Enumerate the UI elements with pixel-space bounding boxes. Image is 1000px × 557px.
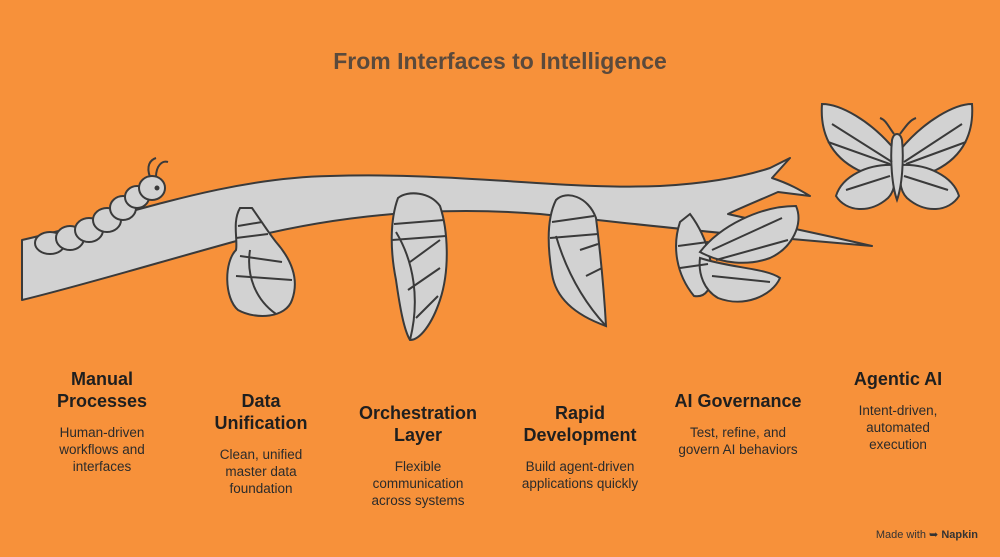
stage-ai-governance: AI Governance Test, refine, and govern A… xyxy=(663,390,813,458)
stage-title: Data Unification xyxy=(214,391,308,433)
stage-orchestration-layer: Orchestration Layer Flexible communicati… xyxy=(343,402,493,509)
stage-title: Orchestration Layer xyxy=(358,403,478,445)
made-with-label: Made with xyxy=(875,529,926,541)
stage-description: Flexible communication across systems xyxy=(371,459,465,508)
napkin-logo-icon: ➥ xyxy=(929,529,939,541)
made-with-napkin-badge: Made with ➥ Napkin xyxy=(876,528,978,541)
stage-data-unification: Data Unification Clean, unified master d… xyxy=(186,390,336,497)
emerging-butterfly-icon xyxy=(675,204,800,303)
stage-description: Clean, unified master data foundation xyxy=(219,447,303,496)
napkin-brand-label: Napkin xyxy=(941,529,978,541)
butterfly-icon xyxy=(820,102,974,211)
stage-title: Agentic AI xyxy=(853,369,943,389)
chrysalis-forming-icon xyxy=(547,194,608,328)
diagram-title: From Interfaces to Intelligence xyxy=(333,48,667,74)
caterpillar-icon xyxy=(34,157,169,255)
chrysalis-small-icon xyxy=(226,207,296,317)
stage-description: Build agent-driven applications quickly xyxy=(521,459,639,491)
stage-title: AI Governance xyxy=(674,391,802,411)
stage-title: Rapid Development xyxy=(523,403,637,445)
stage-title: Manual Processes xyxy=(56,369,148,411)
stage-description: Test, refine, and govern AI behaviors xyxy=(678,425,798,457)
chrysalis-large-icon xyxy=(390,192,448,342)
stage-description: Human-driven workflows and interfaces xyxy=(59,425,145,474)
branch xyxy=(21,157,873,301)
stage-description: Intent-driven, automated execution xyxy=(858,403,938,452)
stage-manual-processes: Manual Processes Human-driven workflows … xyxy=(27,368,177,475)
stage-agentic-ai: Agentic AI Intent-driven, automated exec… xyxy=(823,368,973,453)
stage-rapid-development: Rapid Development Build agent-driven app… xyxy=(505,402,655,492)
